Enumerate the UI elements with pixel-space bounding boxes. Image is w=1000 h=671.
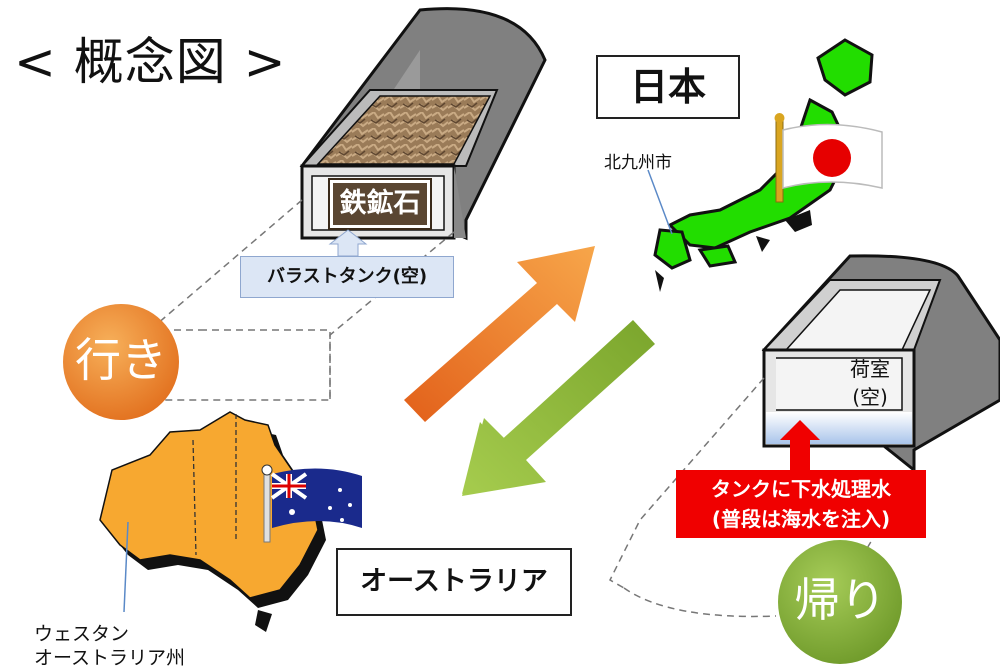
- sewage-water-line1: タンクに下水処理水: [711, 477, 891, 501]
- sewage-water-line2: (普段は海水を注入): [711, 507, 891, 531]
- cargo-hold-line2: (空): [852, 385, 888, 409]
- state-label-line2: オーストラリア州: [34, 647, 186, 669]
- outbound-badge: [63, 304, 179, 420]
- state-label-line1: ウェスタン: [34, 623, 130, 645]
- state-label: ウェスタン オーストラリア州: [34, 622, 185, 670]
- cargo-hold-label: 荷室 (空): [836, 355, 904, 411]
- city-label: 北九州市: [604, 153, 672, 173]
- return-badge: [778, 540, 902, 664]
- japan-label: 日本: [596, 55, 740, 119]
- sewage-water-label: タンクに下水処理水 (普段は海水を注入): [676, 470, 926, 538]
- australia-map: [99, 411, 326, 632]
- cargo-hold-line1: 荷室: [850, 357, 890, 381]
- return-badge-label: 帰り: [794, 573, 886, 627]
- australia-label: オーストラリア: [336, 548, 572, 616]
- outbound-badge-label: 行き: [75, 333, 167, 387]
- page-title: < 概念図 >: [14, 33, 287, 91]
- japan-flag-icon: [774, 113, 883, 203]
- australia-flag-icon: [261, 464, 362, 543]
- outbound-arrow: [404, 246, 595, 422]
- iron-ore-label: 鉄鉱石: [328, 178, 432, 230]
- return-ship: [761, 254, 1000, 474]
- ballast-tank-label: バラストタンク(空): [240, 256, 454, 298]
